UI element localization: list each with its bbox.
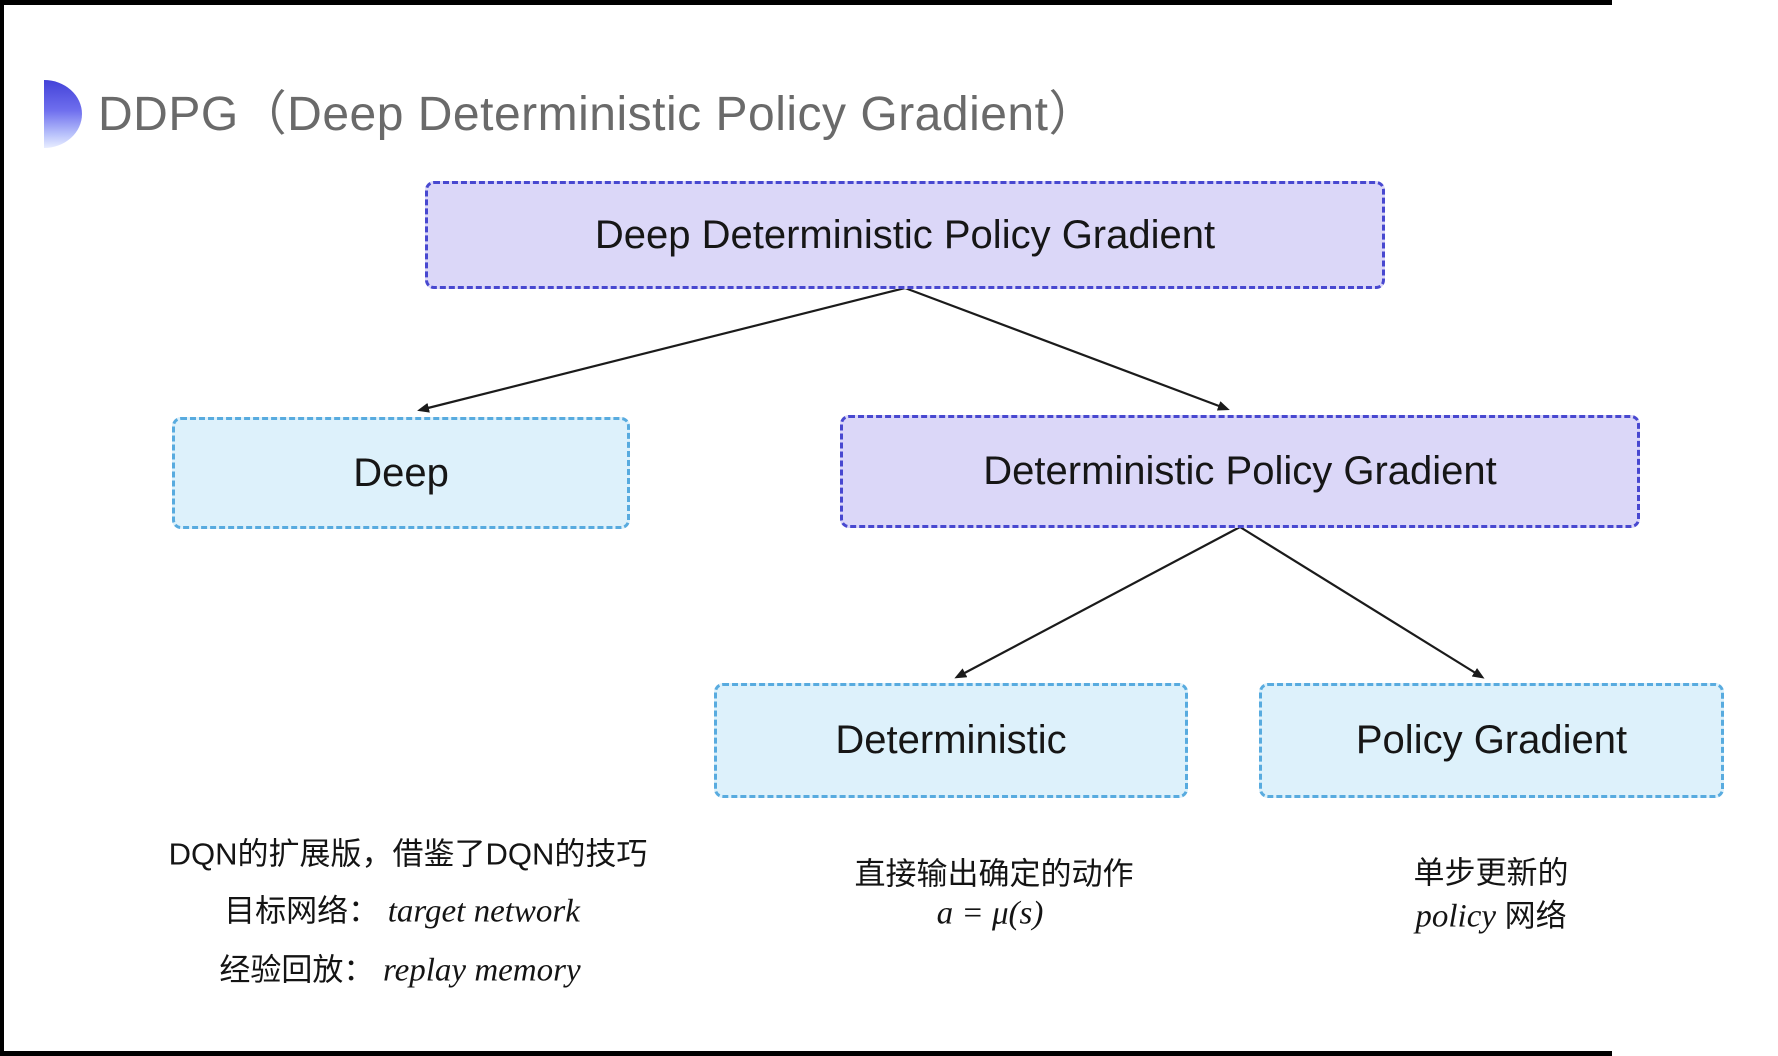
note-policy-gradient-line2: policy 网络 [1415,891,1566,936]
node-label: Policy Gradient [1355,718,1628,762]
node-label: Deep [353,450,449,495]
screen-edge-top [0,0,1612,5]
note-deterministic-line1: 直接输出确定的动作 [854,856,1134,892]
node-policy-gradient: Policy Gradient [1259,683,1724,798]
arrow-dpg-to-deterministic [954,526,1241,679]
note-label: 经验回放： [219,952,375,988]
note-deep-line2: 目标网络： target network [224,886,580,931]
note-deep-line3: 经验回放： replay memory [219,945,580,990]
arrow-root-to-dpg [904,286,1230,411]
screen-edge-left [0,0,4,1056]
page-title: DDPG（Deep Deterministic Policy Gradient） [98,88,1097,141]
node-label: Deterministic [835,718,1067,762]
arrow-root-to-deep [417,286,906,413]
node-deep-deterministic-policy-gradient: Deep Deterministic Policy Gradient [425,181,1385,289]
node-label: Deep Deterministic Policy Gradient [594,212,1216,257]
arrow-dpg-to-policy-gradient [1239,526,1485,679]
node-deep: Deep [172,417,630,529]
screen-edge-bottom [0,1051,1612,1056]
note-term-policy: policy [1415,898,1497,935]
note-label: 网络 [1504,898,1567,934]
note-policy-gradient-line1: 单步更新的 [1413,855,1569,891]
note-label: 目标网络： [224,893,380,929]
note-deep-line1: DQN的扩展版，借鉴了DQN的技巧 [168,836,648,872]
note-term-replay-memory: replay memory [382,952,581,989]
node-deterministic-policy-gradient: Deterministic Policy Gradient [840,415,1640,528]
bullet-halfcircle-icon [44,80,82,148]
note-deterministic-formula: a = μ(s) [936,895,1044,932]
node-deterministic: Deterministic [714,683,1188,798]
node-label: Deterministic Policy Gradient [983,449,1497,493]
note-term-target-network: target network [387,893,580,930]
